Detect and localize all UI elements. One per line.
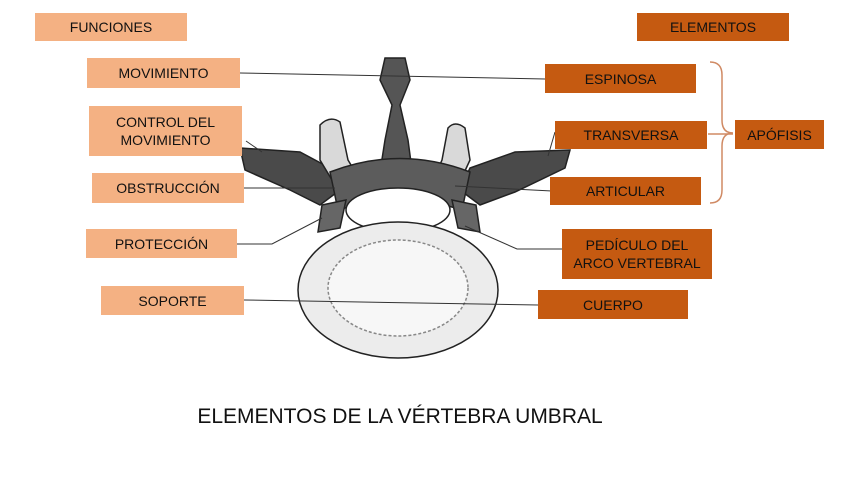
line-proteccion (237, 218, 322, 244)
function-movimiento: MOVIMIENTO (87, 58, 240, 88)
vertebral-body-core (328, 240, 468, 336)
element-articular: ARTICULAR (550, 177, 701, 205)
function-obstruccion: OBSTRUCCIÓN (92, 173, 244, 203)
left-pedicle (318, 200, 346, 232)
function-proteccion: PROTECCIÓN (86, 229, 237, 258)
element-cuerpo: CUERPO (538, 290, 688, 319)
right-pedicle (452, 200, 480, 232)
vertebra-illustration (240, 58, 570, 358)
elements-header: ELEMENTOS (637, 13, 789, 41)
element-transversa: TRANSVERSA (555, 121, 707, 149)
spinous-process (380, 58, 412, 172)
element-pediculo: PEDÍCULO DEL ARCO VERTEBRAL (562, 229, 712, 279)
element-apofisis: APÓFISIS (735, 120, 824, 149)
function-control-movimiento: CONTROL DEL MOVIMIENTO (89, 106, 242, 156)
apofisis-bracket (710, 62, 733, 203)
function-soporte: SOPORTE (101, 286, 244, 315)
diagram-caption: ELEMENTOS DE LA VÉRTEBRA UMBRAL (0, 405, 800, 429)
element-espinosa: ESPINOSA (545, 64, 696, 93)
functions-header: FUNCIONES (35, 13, 187, 41)
